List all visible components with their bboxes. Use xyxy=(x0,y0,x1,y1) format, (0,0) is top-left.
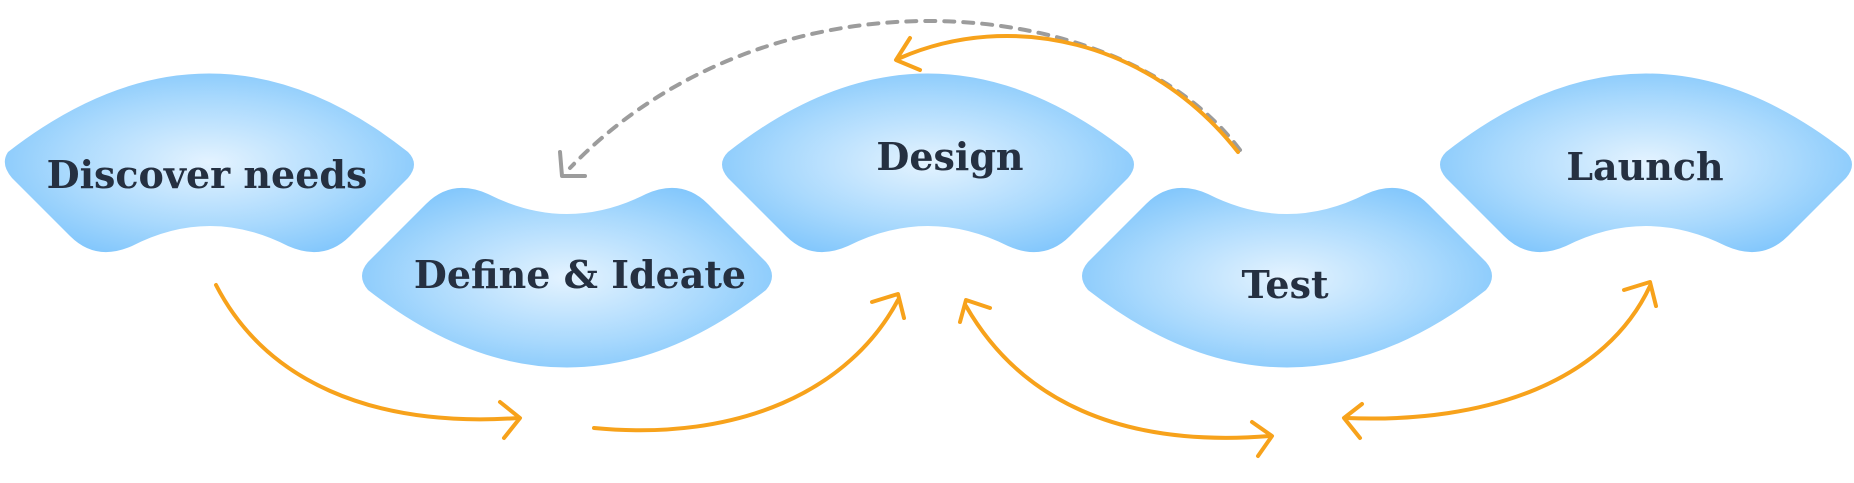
feedback-arrow-line xyxy=(568,19,1242,170)
arrow-line xyxy=(964,304,1272,440)
step-label-discover-needs: Discover needs xyxy=(47,152,368,197)
arrowhead-end xyxy=(1622,280,1658,308)
arrow-define-to-design xyxy=(592,292,906,433)
arrow-line xyxy=(898,34,1240,154)
arrow-line xyxy=(592,298,900,433)
step-label-test: Test xyxy=(1241,262,1328,307)
feedback-arrow-test-to-define xyxy=(558,19,1242,178)
arrow-test-launch-bidirectional xyxy=(1342,280,1658,440)
step-shape-test xyxy=(1082,187,1492,368)
arrow-design-test-bidirectional xyxy=(958,298,1274,458)
arrow-line xyxy=(214,283,520,422)
arrow-discover-to-define xyxy=(214,283,522,440)
step-shape-discover-needs xyxy=(4,73,415,253)
step-shape-design xyxy=(722,73,1134,253)
arrow-test-to-design-top xyxy=(894,34,1240,154)
feedback-arrowhead xyxy=(558,150,587,178)
step-label-design: Design xyxy=(876,134,1023,179)
step-shape-define-ideate xyxy=(362,187,772,368)
arrowhead-start xyxy=(1342,402,1364,440)
arrow-line xyxy=(1344,284,1652,421)
arrowhead-end xyxy=(1250,420,1274,458)
arrowhead xyxy=(498,400,522,440)
arrowhead xyxy=(894,36,922,72)
arrowhead-start xyxy=(958,298,992,324)
step-shape-launch xyxy=(1440,73,1852,253)
arrowhead xyxy=(870,292,906,320)
step-label-launch: Launch xyxy=(1566,144,1723,189)
step-label-define-ideate: Define & Ideate xyxy=(414,252,746,297)
